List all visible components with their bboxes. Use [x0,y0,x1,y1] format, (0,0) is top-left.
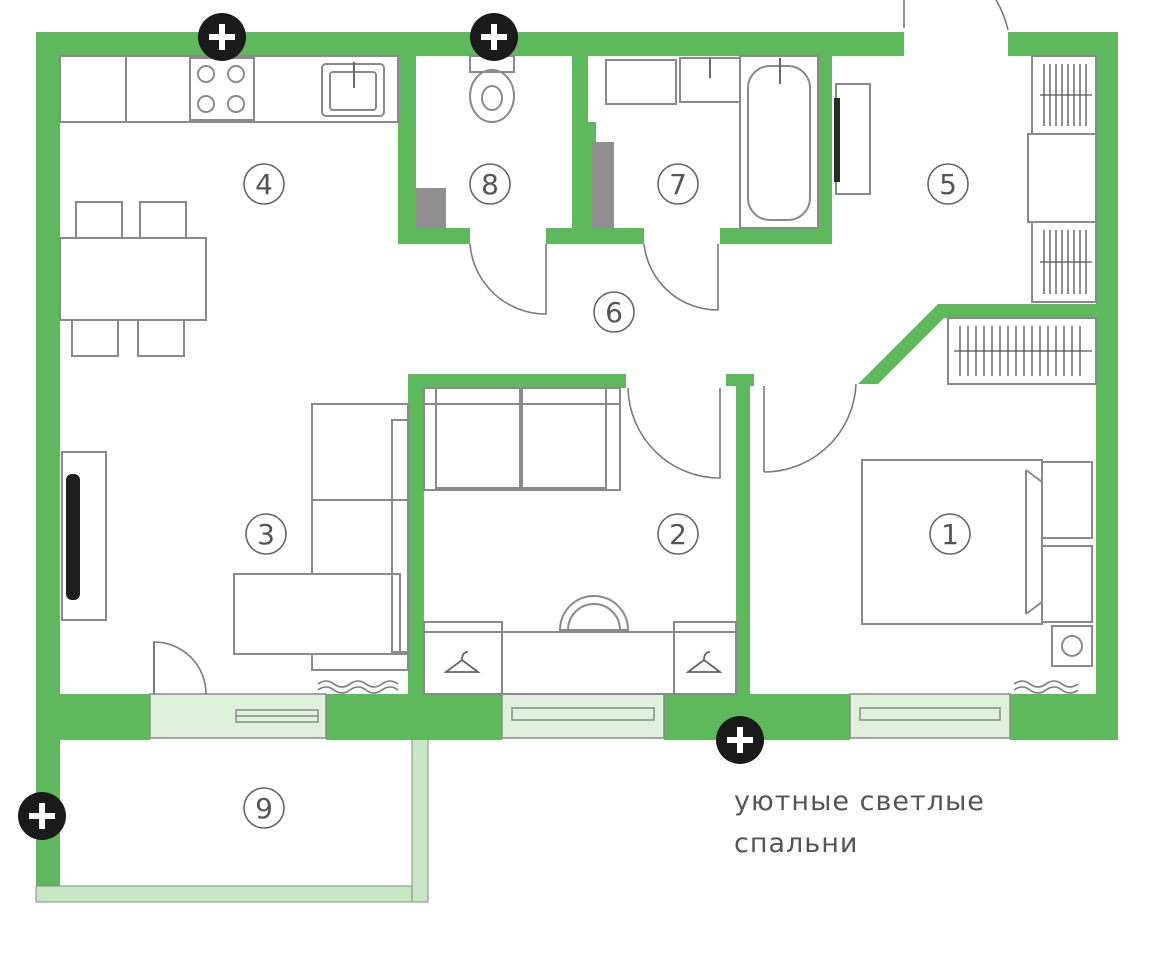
doors [469,0,1009,479]
door-entrance [903,0,1009,31]
room-number: 2 [669,518,687,551]
chair [137,319,185,357]
wc-riser [416,188,446,228]
plus-circle-icon[interactable] [18,792,66,840]
wall-diagonal [858,304,1096,384]
wall-wc-bottom-a [398,228,470,244]
bed-room1 [861,459,1043,625]
room-label-6: 6 [593,291,635,333]
bath-furniture [592,55,819,229]
tv-stand [61,451,107,621]
toilet [469,69,515,123]
wall-left [36,32,60,742]
plus-circle-icon[interactable] [198,13,246,61]
room-label-8: 8 [469,163,511,205]
balcony [35,737,429,903]
hallway-furniture [834,55,1097,385]
wall-bottom-2 [326,694,502,740]
hanger-icon [685,651,723,673]
door-room2 [627,387,721,479]
balcony-rail-bottom [35,885,429,903]
plus-circle-icon[interactable] [470,13,518,61]
wall-room2-left [408,374,424,694]
wall-room1-top-stub [726,374,754,386]
wc-furniture [416,55,515,228]
wall-room1-left [736,386,750,694]
window-room1 [849,693,1011,739]
stove [189,57,255,121]
kitchen-counter [59,55,399,123]
room-label-3: 3 [245,513,287,555]
wall-bottom-1 [36,694,150,740]
hanger-icon [443,651,481,673]
tv [66,474,80,600]
wall-wc-left [398,56,416,244]
room-number: 8 [481,168,499,201]
wall-right [1096,32,1118,740]
window-room2 [501,693,665,739]
balcony-rail-right [411,737,429,903]
desk-room2 [423,631,737,695]
bath-riser [592,142,614,228]
room-number: 4 [255,168,273,201]
markers [18,13,764,840]
desk-chair [558,595,630,631]
shoe-cabinet-edge [834,98,840,182]
sofa-chaise [233,573,401,655]
door-wc [469,243,547,315]
plus-circle-icon[interactable] [716,716,764,764]
wall-bottom-4 [1010,694,1118,740]
room-label-1: 1 [929,513,971,555]
wall-bath-bottom [720,228,832,244]
wall-room2-top [408,374,626,388]
wall-wc-bottom-b [546,228,644,244]
caption-line-1: уютные светлые [734,786,985,817]
room-label-5: 5 [927,163,969,205]
chair [71,319,119,357]
living-furniture [61,403,409,694]
bathtub [739,55,819,229]
wardrobe-bottom [1031,221,1097,303]
door-room1 [763,383,857,473]
kitchen-furniture [59,55,399,357]
chair [75,201,123,239]
room2-furniture [423,387,737,695]
nightstand [1051,625,1093,667]
room-number: 1 [941,518,959,551]
room-label-4: 4 [243,163,285,205]
balcony-door [153,641,207,695]
caption: уютные светлые спальни [734,786,985,859]
wardrobe-middle [1027,133,1097,223]
room-number: 5 [939,168,957,201]
wall-top-left [36,32,904,56]
chair [139,201,187,239]
closet-room1 [947,317,1097,385]
wall-wc-right [572,56,588,244]
room-label-9: 9 [243,787,285,829]
caption-line-2: спальни [734,828,858,859]
room-label-2: 2 [657,513,699,555]
room-number: 9 [255,792,273,825]
room-labels: 1 2 3 4 5 6 7 8 [243,163,971,829]
room-number: 3 [257,518,275,551]
dining-table [59,237,207,321]
outer-walls [36,32,1118,742]
room-label-7: 7 [657,163,699,205]
room1-furniture [861,459,1093,694]
wall-bath-right [818,56,832,244]
room-number: 7 [669,168,687,201]
room-number: 6 [605,296,623,329]
shoe-cabinet [835,83,871,195]
interior-walls [398,56,1096,694]
door-bath [643,243,719,311]
